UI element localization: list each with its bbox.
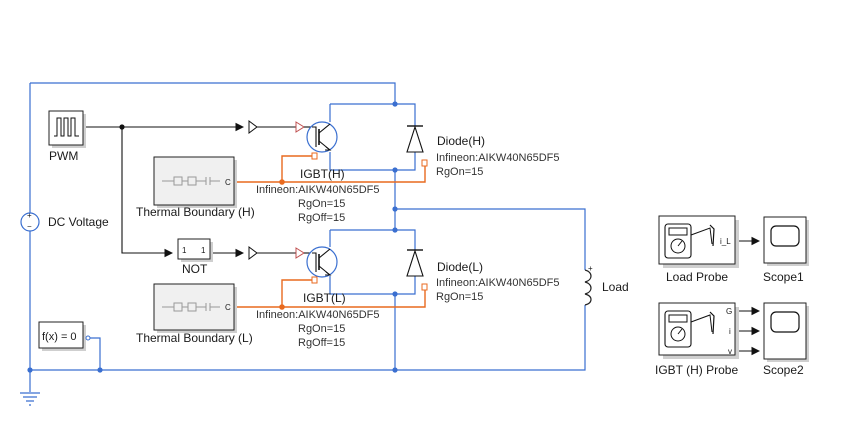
igbt-l-label: IGBT(L) [303,291,346,305]
diode-h-label: Diode(H) [437,134,485,148]
not-label: NOT [182,262,208,276]
igbt-h-param-rgoff: RgOff=15 [298,212,345,224]
multimeter-icon [664,310,715,348]
igbt-probe-port-v: v [728,347,732,356]
igbt-l-param-rgon: RgOn=15 [298,323,345,335]
physical-network [27,82,586,392]
igbt-h-label: IGBT(H) [300,167,345,181]
diode-l-param-rgon: RgOn=15 [436,291,483,303]
diode-l-param-part: Infineon:AIKW40N65DF5 [436,277,560,289]
igbt-h-param-part: Infineon:AIKW40N65DF5 [256,184,380,196]
load-probe-block[interactable]: i_L Load Probe [658,215,739,284]
load-block[interactable]: + Load [584,264,629,306]
load-label: Load [602,280,629,294]
igbt-probe-label: IGBT (H) Probe [655,363,738,377]
scope2-block[interactable]: Scope2 [763,302,809,377]
igbt-l-param-part: Infineon:AIKW40N65DF5 [256,309,380,321]
thermal-h-label: Thermal Boundary (H) [136,205,255,219]
dc-source-icon [20,212,40,232]
solver-label: f(x) = 0 [42,331,77,343]
signal-network [84,120,761,356]
thermal-network-icon [162,176,220,186]
svg-text:+: + [588,264,593,273]
diode-l-block[interactable]: Diode(L) Infineon:AIKW40N65DF5 RgOn=15 [406,249,560,303]
pwm-block[interactable]: PWM [48,110,86,163]
igbt-icon [306,246,338,278]
diode-l-label: Diode(L) [437,260,483,274]
scope-screen-icon [770,311,800,333]
scope1-label: Scope1 [763,270,804,284]
diode-h-param-rgon: RgOn=15 [436,166,483,178]
igbt-h-param-rgon: RgOn=15 [298,198,345,210]
diode-icon [406,125,424,153]
scope2-label: Scope2 [763,363,804,377]
svg-text:+: + [27,211,32,220]
thermal-boundary-l-block[interactable]: C Thermal Boundary (L) [136,283,253,345]
igbt-l-block[interactable]: IGBT(L) Infineon:AIKW40N65DF5 RgOn=15 Rg… [256,246,380,349]
thermal-l-label: Thermal Boundary (L) [136,331,253,345]
thermal-boundary-h-block[interactable]: C Thermal Boundary (H) [136,156,255,219]
diode-h-block[interactable]: Diode(H) Infineon:AIKW40N65DF5 RgOn=15 [406,125,560,178]
thermal-network [236,155,426,310]
load-probe-label: Load Probe [666,270,728,284]
multimeter-icon [664,223,715,259]
load-probe-port: i_L [720,237,731,246]
pwm-label: PWM [49,149,78,163]
diode-icon [406,249,424,277]
ground-icon [20,392,40,406]
scope1-block[interactable]: Scope1 [763,216,809,284]
scope-screen-icon [770,225,800,247]
igbt-h-block[interactable]: IGBT(H) Infineon:AIKW40N65DF5 RgOn=15 Rg… [256,121,380,224]
thermal-l-port: C [225,303,231,312]
svg-text:−: − [27,222,32,231]
diode-h-param-part: Infineon:AIKW40N65DF5 [436,152,560,164]
dc-voltage-block[interactable]: + − DC Voltage [20,211,109,232]
pulse-generator-icon [54,117,79,137]
inductor-icon [584,269,592,306]
igbt-probe-port-i: i [729,327,731,336]
thermal-network-icon [162,302,220,312]
igbt-icon [306,121,338,153]
not-block[interactable]: 1 1 NOT [177,238,213,276]
not-output-text: 1 [201,246,206,255]
thermal-h-port: C [225,178,231,187]
not-input-text: 1 [182,246,187,255]
igbt-probe-block[interactable]: G i v IGBT (H) Probe [655,302,739,377]
dc-voltage-label: DC Voltage [48,215,109,229]
igbt-probe-port-g: G [726,307,732,316]
solver-config-block[interactable]: f(x) = 0 [38,321,91,351]
igbt-l-param-rgoff: RgOff=15 [298,337,345,349]
